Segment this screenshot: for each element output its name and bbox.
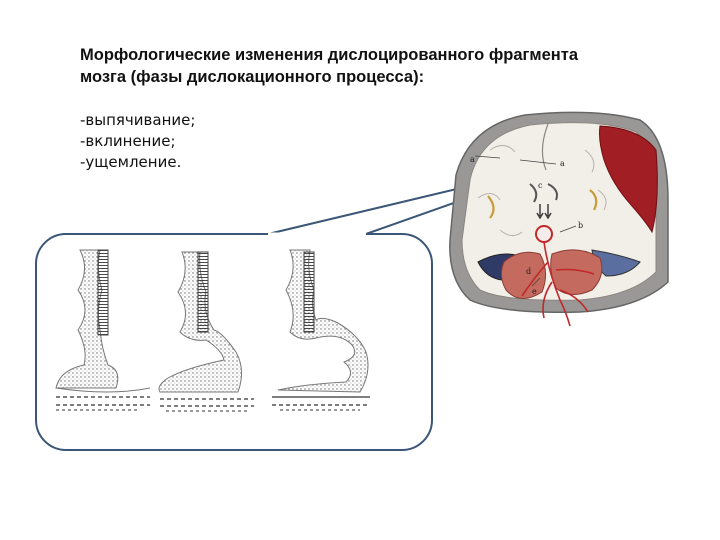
hematoma <box>599 125 658 234</box>
phase-list: -выпячивание; -вклинение; -ущемление. <box>80 110 195 173</box>
brain-label-d: d <box>526 267 531 276</box>
brainstem <box>535 225 553 243</box>
brain-label-c: c <box>538 181 543 190</box>
phase-item: -выпячивание; <box>80 111 196 129</box>
phase-item: -вклинение; <box>80 132 176 150</box>
brain-label-a: a <box>470 155 475 164</box>
cerebellum-left <box>500 251 546 299</box>
title-line-2: мозга (фазы дислокационного процесса): <box>80 68 425 86</box>
stage-entrapment <box>272 249 370 411</box>
brain-label-b: b <box>578 221 583 230</box>
brain-label-a: a <box>560 159 565 168</box>
cerebellum-right <box>550 249 603 295</box>
stage-protrusion <box>55 249 151 411</box>
title-line-1: Морфологические изменения дислоцированно… <box>80 46 578 64</box>
phase-item: -ущемление. <box>80 153 182 171</box>
stage-wedging <box>158 251 254 412</box>
brain-cross-section: a a c b d e <box>449 111 669 327</box>
brain-label-e: e <box>532 287 537 296</box>
slide-title: Морфологические изменения дислоцированно… <box>80 44 680 88</box>
callout-panel <box>35 233 433 451</box>
